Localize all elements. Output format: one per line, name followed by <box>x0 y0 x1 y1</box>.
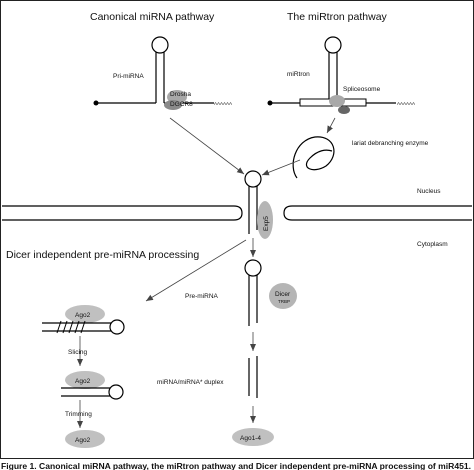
pre-mirna-label: Pre-miRNA <box>185 293 219 300</box>
cytoplasmic-pre-mirna <box>244 259 262 326</box>
ago2-bottom-protein <box>65 430 105 448</box>
figure-caption: Figure 1. Canonical miRNA pathway, the m… <box>1 462 471 470</box>
title-canonical: Canonical miRNA pathway <box>90 11 215 23</box>
nuclear-membrane <box>2 205 472 221</box>
hairpin-with-slicing <box>42 319 125 335</box>
lariat-loop <box>292 136 335 179</box>
ago1-4-protein <box>232 428 274 446</box>
mirna-duplex <box>248 356 258 398</box>
title-dicer-independent: Dicer independent pre-miRNA processing <box>6 249 199 261</box>
ago2-bottom-label: Ago2 <box>75 437 91 444</box>
slicing-label: Slicing <box>68 349 88 356</box>
drosha-label: Drosha <box>170 91 191 98</box>
nuclear-pre-mirna <box>244 170 262 234</box>
trimming-label: Trimming <box>65 411 92 418</box>
arrow-to-dicer-independent <box>145 239 247 302</box>
pri-mirna-label: Pri-miRNA <box>113 73 144 80</box>
polyA-left-label: AAAAAA <box>214 101 232 106</box>
arrow-canonical-to-pre <box>169 117 245 175</box>
ago2-top-protein <box>65 305 105 323</box>
arrow-mirtron-to-lariat <box>326 117 336 134</box>
figure-frame <box>0 0 474 459</box>
ago2-mid-label: Ago2 <box>75 378 91 385</box>
dgcr8-label: DGCR8 <box>170 101 193 108</box>
exp5-label: Exp5 <box>263 216 270 231</box>
spliceosome-protein-1 <box>329 95 345 107</box>
title-mirtron: The miRtron pathway <box>287 11 388 23</box>
ago2-top-label: Ago2 <box>75 312 91 319</box>
trbp-label: TRBP <box>278 299 290 304</box>
spliceosome-protein-2 <box>338 106 350 114</box>
dicer-protein <box>269 283 297 309</box>
duplex-label: miRNA/miRNA* duplex <box>157 379 224 386</box>
polyA-right-label: AAAAAA <box>397 101 415 106</box>
exp5-protein <box>257 201 273 239</box>
ago2-mid-protein <box>65 371 105 389</box>
dgcr8-protein <box>164 100 182 110</box>
spliceosome-label: Spliceosome <box>343 86 381 93</box>
lariat-label: lariat debranching enzyme <box>352 140 429 147</box>
sliced-hairpin <box>61 384 124 400</box>
dicer-label: Dicer <box>275 291 291 298</box>
arrow-lariat-to-pre <box>261 159 301 176</box>
nucleus-label: Nucleus <box>417 188 441 195</box>
pri-mirna-structure <box>93 36 214 106</box>
mirtron-label: miRtron <box>287 71 310 78</box>
cytoplasm-label: Cytoplasm <box>417 241 448 248</box>
ago1-4-label: Ago1-4 <box>240 435 261 442</box>
